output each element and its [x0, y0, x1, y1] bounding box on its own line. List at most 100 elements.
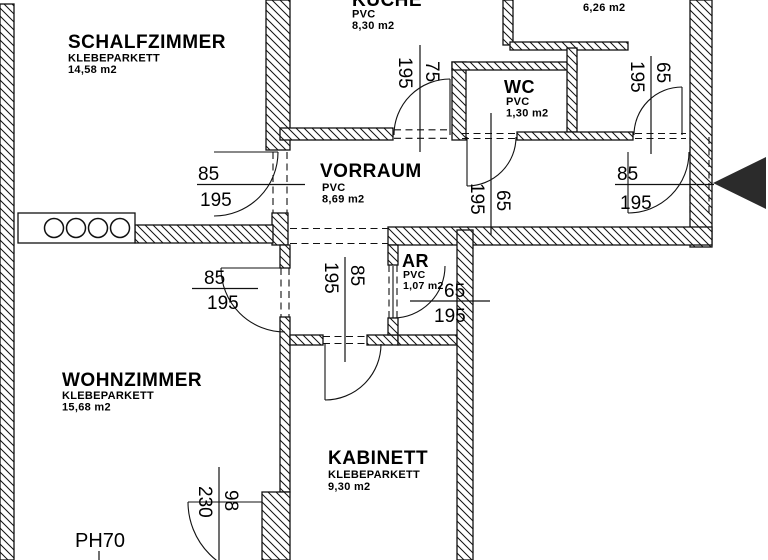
door-wohnzimmer: [220, 267, 286, 333]
wall: [451, 61, 578, 71]
window-radiator: [17, 212, 136, 244]
dim-height: 195: [620, 193, 652, 214]
wall: [387, 226, 713, 246]
room-floor: PVC: [322, 182, 346, 194]
dim-height: 195: [394, 57, 415, 89]
room-floor: PVC: [403, 269, 426, 281]
room-area: 8,30 m2: [352, 20, 394, 32]
room-floor: KLEBEPARKETT: [62, 390, 154, 402]
entrance-arrow-icon: [713, 157, 766, 209]
door-schlafzimmer: [213, 151, 279, 217]
wall: [0, 3, 15, 560]
dim-height: 195: [626, 61, 647, 93]
room-label-wohnzimmer: WOHNZIMMER KLEBEPARKETT 15,68 m2: [62, 370, 202, 414]
wall: [366, 334, 399, 346]
room-label-kueche: KÜCHE PVC 8,30 m2: [352, 0, 422, 32]
room-label-schlafzimmer: SCHALFZIMMER KLEBEPARKETT 14,58 m2: [68, 32, 226, 76]
room-area: 8,69 m2: [322, 194, 364, 206]
wall: [271, 212, 289, 246]
wall: [566, 47, 578, 133]
dim-height: 230: [194, 486, 215, 518]
room-name: KÜCHE: [352, 0, 422, 11]
radiator-segment-icon: [109, 217, 131, 239]
door-arc: [393, 78, 451, 136]
dim-width: 65: [652, 62, 673, 83]
wall: [689, 0, 713, 248]
wall-openings: [272, 129, 710, 345]
dim-width: 85: [204, 268, 225, 289]
wall: [387, 317, 399, 336]
door-kueche: [393, 78, 451, 136]
wall: [279, 244, 291, 269]
dimension-lines: [98, 45, 714, 560]
room-label-bad: 6,26 m2: [583, 2, 625, 14]
door-kabinett: [324, 343, 382, 401]
dim-height: 195: [434, 306, 466, 327]
wall: [279, 127, 394, 141]
door-arc: [187, 501, 217, 560]
dim-height: 195: [207, 293, 239, 314]
room-name: AR: [402, 251, 429, 271]
door-arc: [220, 267, 286, 333]
doors: [187, 78, 690, 560]
dimension-labels: 85 195 85 195 85 195 65 195 195 75 195 6…: [194, 57, 673, 518]
door-arc: [213, 151, 279, 217]
parapet-height-label: PH70: [75, 530, 125, 552]
room-area: 15,68 m2: [62, 402, 111, 414]
door-arc: [392, 265, 446, 319]
room-labels: SCHALFZIMMER KLEBEPARKETT 14,58 m2 KÜCHE…: [62, 0, 625, 552]
room-area: 1,30 m2: [506, 108, 548, 120]
dim-width: 85: [346, 265, 367, 286]
walls: [0, 0, 713, 560]
radiator-segment-icon: [65, 217, 87, 239]
room-label-ar: AR PVC 1,07 m2: [402, 251, 444, 292]
room-area: 6,26 m2: [583, 2, 625, 14]
dim-height: 195: [200, 190, 232, 211]
wall: [451, 61, 467, 141]
room-floor: KLEBEPARKETT: [68, 53, 160, 65]
wall: [134, 224, 274, 244]
radiator-segment-icon: [43, 217, 65, 239]
door-ar: [392, 265, 446, 319]
radiator-segment-icon: [87, 217, 109, 239]
door-arc: [633, 86, 683, 136]
room-name: WOHNZIMMER: [62, 370, 202, 391]
dim-width: 65: [444, 281, 465, 302]
wall: [397, 334, 458, 346]
dim-width: 65: [492, 190, 513, 211]
room-floor: PVC: [352, 9, 376, 21]
room-label-wc: WC PVC 1,30 m2: [504, 77, 548, 120]
room-label-kabinett: KABINETT KLEBEPARKETT 9,30 m2: [328, 448, 428, 493]
door-entrance: [627, 151, 690, 214]
dim-width: 75: [421, 61, 442, 82]
room-name: SCHALFZIMMER: [68, 32, 226, 53]
wall: [279, 316, 291, 493]
dim-height: 195: [466, 183, 487, 215]
wall: [456, 229, 474, 560]
door-arc: [466, 136, 517, 187]
room-name: VORRAUM: [320, 161, 422, 182]
door-arc: [324, 343, 382, 401]
dim-height: 195: [320, 262, 341, 294]
dim-width: 85: [198, 164, 219, 185]
dim-width: 85: [617, 164, 638, 185]
room-name: WC: [504, 77, 535, 97]
door-arc: [627, 151, 690, 214]
wall: [516, 131, 634, 141]
wall: [289, 334, 324, 346]
room-floor: PVC: [506, 96, 530, 108]
room-area: 14,58 m2: [68, 64, 117, 76]
dim-width: 98: [220, 490, 241, 511]
wall: [265, 0, 291, 151]
room-area: 9,30 m2: [328, 481, 370, 493]
door-wohnzimmer-kabinett: [187, 501, 262, 560]
wall: [261, 491, 291, 560]
room-area: 1,07 m2: [403, 280, 444, 292]
room-name: KABINETT: [328, 448, 428, 469]
room-label-vorraum: VORRAUM PVC 8,69 m2: [320, 161, 422, 206]
wall: [387, 244, 399, 266]
door-wc: [466, 136, 517, 187]
room-floor: KLEBEPARKETT: [328, 469, 420, 481]
